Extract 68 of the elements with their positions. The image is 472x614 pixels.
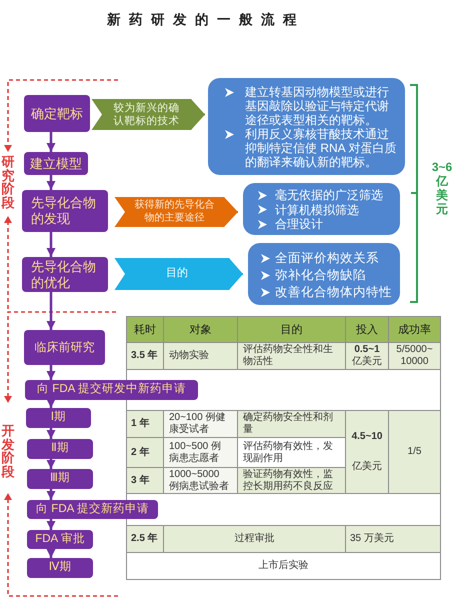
edge-label: 较为新兴的确认靶标的技术	[114, 101, 180, 128]
chevron-arrow	[92, 99, 205, 130]
bullet-text: 毫无依据的广泛筛选	[275, 188, 384, 202]
table-cell: 3 年	[126, 467, 163, 494]
info-box	[243, 183, 400, 235]
bracket-label: 3~6 亿美元	[431, 160, 453, 216]
bullet-text: 合理设计	[275, 217, 324, 232]
table-cell: 1 年	[126, 410, 163, 437]
table-cell: 验证药物有效性，监控长期用药不良反应	[237, 467, 345, 494]
chevron-arrow	[114, 258, 243, 290]
process-box: Ⅲ期	[27, 469, 93, 489]
bullet-text: 建立转基因动物模型或进行基因敲除以验证与特定代谢途径或表型相关的靶标。	[245, 85, 390, 127]
edge-label: 获得新的先导化合物的主要途径	[134, 200, 216, 224]
process-box: 向 FDA 提交研发中新药申请	[25, 380, 198, 400]
bullet-text: 改善化合物体内特性	[275, 284, 393, 301]
title: 新药研发的一般流程	[107, 12, 305, 28]
table-cell: 4.5~10 亿美元	[345, 410, 388, 494]
process-box: 临床前研究	[24, 330, 105, 365]
process-box: Ⅳ期	[27, 558, 93, 578]
process-box: 向 FDA 提交新药申请	[27, 500, 158, 519]
edge-label: 目的	[165, 267, 189, 281]
table-cell: 动物实验	[163, 342, 237, 370]
arrow	[46, 365, 56, 380]
process-box: 先导化合物的优化	[22, 257, 108, 292]
process-box: Ⅱ期	[27, 439, 93, 459]
table-cell: 5/5000~10000	[388, 342, 441, 370]
table-cell: 20~100 例健康受试者	[163, 410, 237, 437]
arrow	[46, 459, 56, 469]
bullet-text: 计算机模拟筛选	[275, 202, 360, 217]
table-cell: 3.5 年	[126, 342, 163, 370]
chevron-arrow	[114, 197, 238, 227]
arrow	[46, 175, 56, 190]
table-header-cell: 目的	[237, 316, 345, 342]
arrow	[46, 489, 56, 500]
process-box: 先导化合物的发现	[22, 190, 108, 232]
arrow	[46, 232, 56, 257]
process-box: 确定靶标	[24, 95, 90, 132]
process-box: Ⅰ期	[26, 408, 91, 428]
bullet-text: 全面评价构效关系	[275, 250, 380, 267]
table-cell: 2 年	[126, 437, 163, 467]
arrow	[46, 549, 56, 558]
table-cell: 35 万美元	[345, 525, 441, 552]
table-cell: 0.5~1 亿美元	[345, 342, 388, 370]
table-header-cell: 对象	[163, 316, 237, 342]
process-box: 建立模型	[24, 152, 88, 175]
table-cell: 确定药物安全性和剂量	[237, 410, 345, 437]
info-box	[248, 243, 400, 305]
arrow	[46, 132, 56, 152]
table-cell: 1/5	[388, 410, 441, 494]
table-cell: 过程审批	[163, 525, 345, 552]
table-cell: 评估药物有效性，发现副作用	[237, 437, 345, 467]
table-header-cell: 投入	[345, 316, 388, 342]
bullet-text: 弥补化合物缺陷	[275, 267, 367, 284]
arrow	[46, 428, 56, 439]
phase-label: 开发阶段	[1, 424, 15, 478]
table-header-cell: 成功率	[388, 316, 441, 342]
arrow	[46, 519, 56, 530]
arrow	[46, 292, 56, 330]
table-cell: 评估药物安全性和生物活性	[237, 342, 345, 370]
table-cell: 2.5 年	[126, 525, 163, 552]
arrow	[46, 399, 56, 408]
bullet-text: 利用反义寡核苷酸技术通过抑制特定信使 RNA 对蛋白质的翻译来确认新的靶标。	[245, 127, 398, 169]
table-cell: 1000~5000 例病患试验者	[163, 467, 237, 494]
info-box	[208, 78, 405, 175]
phase-label: 研究阶段	[1, 155, 15, 209]
table-cell: 100~500 例病患志愿者	[163, 437, 237, 467]
process-box: FDA 审批	[27, 530, 93, 549]
table-header-cell: 耗时	[126, 316, 163, 342]
